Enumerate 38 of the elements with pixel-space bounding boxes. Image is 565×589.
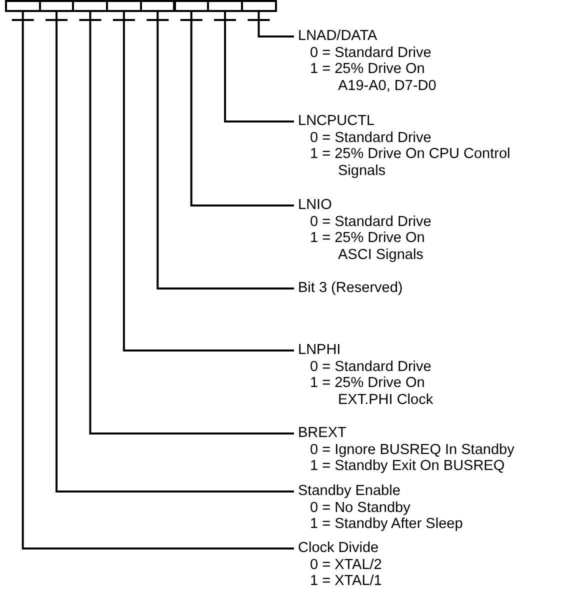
bit-field-name: Standby Enable (298, 483, 402, 500)
bit-field-name: LNPHI (298, 342, 342, 358)
bit-field-name: LNAD/DATA (298, 28, 378, 44)
leader-line (10, 11, 295, 550)
bit-value-description: 0 = Standard Drive (309, 130, 432, 146)
register-bit-cell (38, 0, 74, 12)
bit-value-description: 1 = 25% Drive On CPU Control Signals (309, 146, 512, 179)
leader-line (246, 11, 295, 38)
leader-line (44, 11, 295, 492)
leader-line (78, 11, 295, 434)
bit-value-description: 1 = Standby After Sleep (309, 516, 464, 532)
bit-value-description: 0 = Ignore BUSREQ In Standby (309, 442, 516, 458)
bit-value-description: 1 = 25% Drive On A19-A0, D7-D0 (309, 61, 438, 94)
bit-field-name: BREXT (298, 425, 348, 442)
bit-field-name: LNCPUCTL (298, 113, 376, 130)
register-bit-cell (5, 0, 41, 12)
leader-line (112, 11, 295, 352)
bit-value-description: 0 = Standard Drive (309, 358, 432, 375)
bit-value-description: 1 = Standby Exit On BUSREQ (309, 458, 506, 474)
bit-value-description: 0 = No Standby (309, 500, 412, 516)
register-bit-cell (72, 0, 108, 12)
bit-value-description: 0 = Standard Drive (309, 214, 432, 230)
bit-value-description: 0 = XTAL/2 (309, 556, 383, 573)
register-bit-cell (106, 0, 142, 12)
leader-line (213, 11, 295, 122)
bit-value-description: 1 = 25% Drive On ASCI Signals (309, 230, 426, 263)
bit-field-name: LNIO (298, 197, 333, 214)
bit-value-description: 0 = Standard Drive (309, 44, 432, 61)
bit-value-description: 1 = 25% Drive On EXT.PHI Clock (309, 375, 434, 408)
register-bit-cell (240, 0, 277, 12)
register-bit-cell (140, 0, 176, 12)
leader-line (179, 11, 295, 206)
register-bit-cell (207, 0, 243, 12)
bit-field-name: Clock Divide (298, 540, 380, 556)
register-bit-cell (174, 0, 210, 12)
bit-field-name: Bit 3 (Reserved) (298, 280, 404, 296)
bit-value-description: 1 = XTAL/1 (309, 573, 383, 589)
leader-line (146, 11, 295, 290)
